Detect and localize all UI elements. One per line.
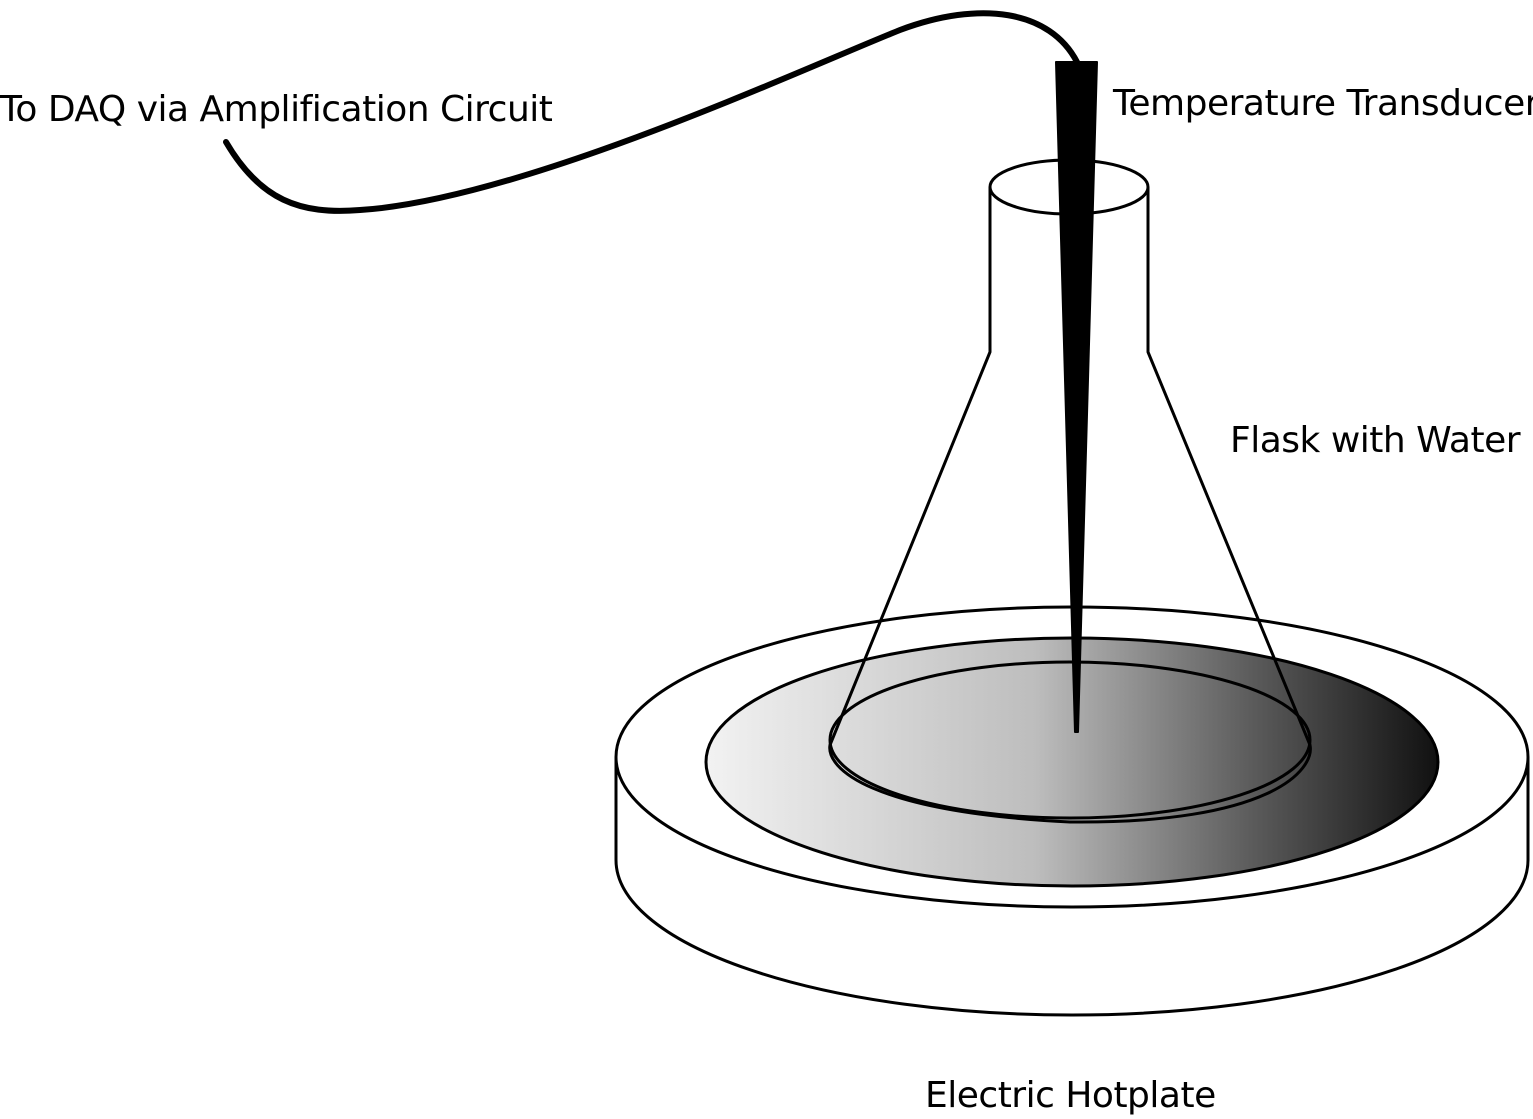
signal-cable <box>223 10 1080 214</box>
daq-label: To DAQ via Amplification Circuit <box>0 89 553 130</box>
hotplate-heating-surface <box>704 636 1440 888</box>
hotplate <box>614 605 1530 1017</box>
flask-outline <box>828 187 1312 824</box>
temperature-probe <box>1055 61 1098 733</box>
flask-bottom <box>828 660 1312 820</box>
flask-label: Flask with Water <box>1230 420 1521 461</box>
probe-body <box>1055 61 1098 733</box>
transducer-label: Temperature Transducer <box>1113 83 1533 124</box>
hotplate-label: Electric Hotplate <box>925 1075 1216 1116</box>
